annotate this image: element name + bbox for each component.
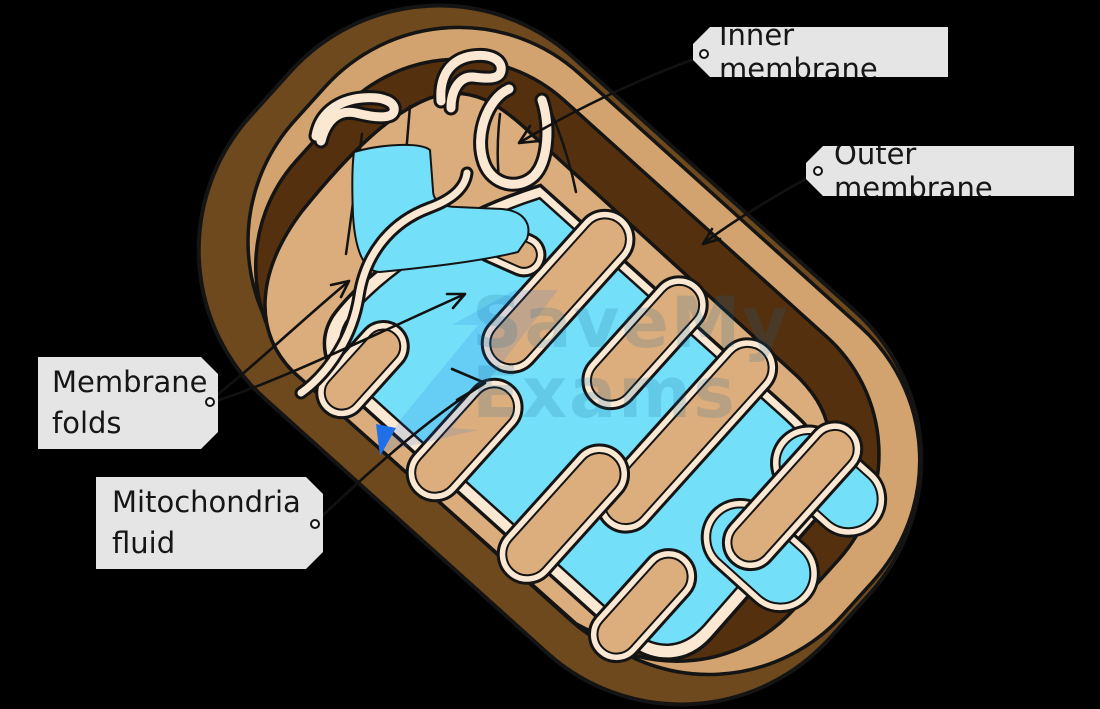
watermark-logo-bolt [380,290,558,453]
crista-finger [595,337,779,534]
leader-arrow-outer-membrane [701,170,820,246]
watermark-logo-tip [376,424,396,456]
leader-arrow-mitochondria-fluid [315,367,487,523]
crista-finger [721,420,864,572]
mitochondrion-body [196,3,924,707]
label-outer-membrane: Outer membrane [806,146,1074,196]
label-membrane-folds: Membrane folds [38,357,218,449]
membrane-fold-tubes [294,47,555,400]
anchor-ring-mitochondria-fluid [310,519,320,529]
crista-finger [587,548,698,664]
label-mitochondria-fluid: Mitochondria fluid [96,477,323,569]
crista-finger [480,208,636,374]
anchor-ring-membrane-folds [205,397,215,407]
label-membrane-folds-line2: folds [52,406,122,440]
label-mitochondria-fluid-line1: Mitochondria [112,485,301,519]
label-membrane-folds-line1: Membrane [52,365,208,399]
crista-finger [496,443,631,585]
anchor-ring-inner-membrane [699,49,709,59]
label-inner-membrane: Inner membrane [693,27,948,77]
crista-finger [581,275,709,411]
anchor-ring-outer-membrane [813,166,823,176]
crista-finger [405,377,524,503]
leader-arrow-membrane-folds-1 [211,279,351,400]
leader-arrow-membrane-folds-2 [211,292,467,404]
leader-lines [211,55,820,523]
label-mitochondria-fluid-line2: fluid [112,526,176,560]
cut-face-detail [294,47,578,400]
leader-arrow-inner-membrane [517,55,702,145]
label-outer-membrane-text: Outer membrane [834,137,993,205]
label-inner-membrane-text: Inner membrane [719,18,878,86]
